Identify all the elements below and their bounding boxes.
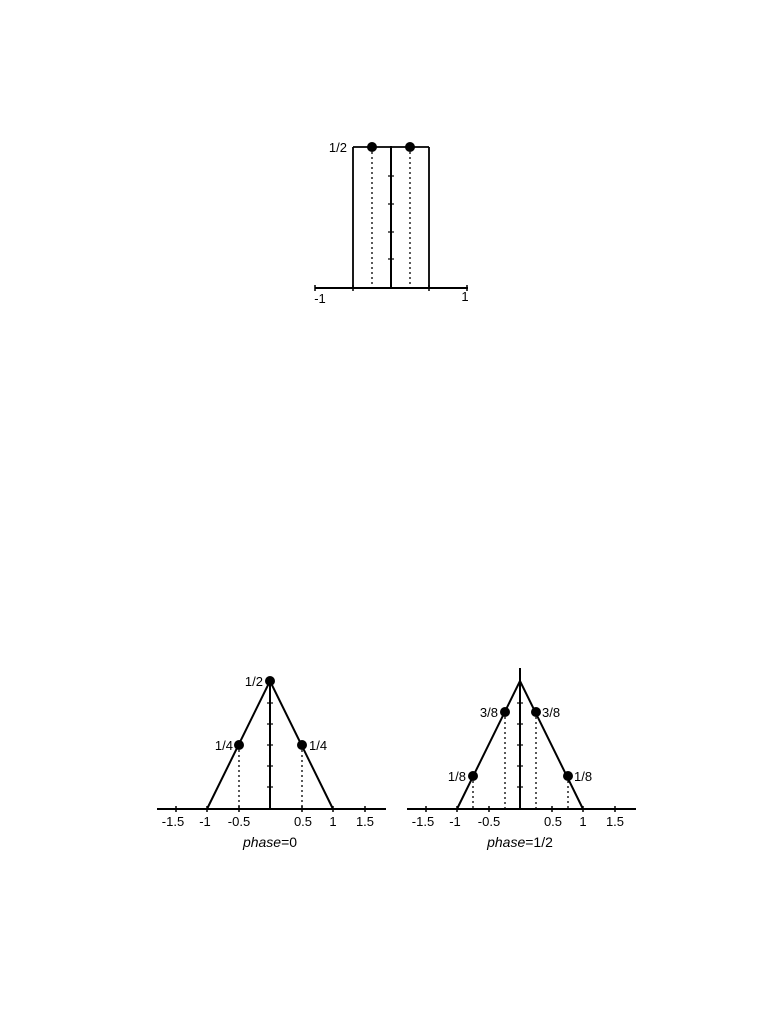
point-label: 3/8 bbox=[480, 705, 498, 720]
x-tick-label: -1 bbox=[314, 291, 326, 306]
x-tick-label: 1 bbox=[329, 814, 336, 829]
sample-point bbox=[367, 142, 377, 152]
point-label: 1/4 bbox=[309, 738, 327, 753]
point-label: 1/4 bbox=[215, 738, 233, 753]
x-tick-label: 1 bbox=[461, 289, 468, 304]
sample-point bbox=[265, 676, 275, 686]
sample-point bbox=[468, 771, 478, 781]
x-tick-label: -1.5 bbox=[412, 814, 434, 829]
caption-italic: phase bbox=[486, 834, 525, 850]
caption-rest: =0 bbox=[281, 834, 297, 850]
chart-caption: phase=0 bbox=[242, 834, 297, 850]
x-tick-label: 1 bbox=[579, 814, 586, 829]
box-kernel-chart bbox=[314, 142, 468, 291]
x-tick-label: 0.5 bbox=[294, 814, 312, 829]
point-label: 1/2 bbox=[245, 674, 263, 689]
caption-italic: phase bbox=[242, 834, 281, 850]
sample-point bbox=[531, 707, 541, 717]
x-tick-label: -1.5 bbox=[162, 814, 184, 829]
x-tick-label: 1.5 bbox=[356, 814, 374, 829]
x-tick-label: -0.5 bbox=[228, 814, 250, 829]
sample-point bbox=[234, 740, 244, 750]
point-label: 1/8 bbox=[448, 769, 466, 784]
caption-rest: =1/2 bbox=[525, 834, 553, 850]
point-label: 1/8 bbox=[574, 769, 592, 784]
point-label: 1/2 bbox=[329, 140, 347, 155]
sample-point bbox=[563, 771, 573, 781]
x-tick-label: 1.5 bbox=[606, 814, 624, 829]
x-tick-label: -0.5 bbox=[478, 814, 500, 829]
sample-point bbox=[297, 740, 307, 750]
tent-kernel-phase-half-chart bbox=[407, 668, 636, 812]
tent-line bbox=[456, 678, 584, 810]
sample-point bbox=[405, 142, 415, 152]
point-label: 3/8 bbox=[542, 705, 560, 720]
x-tick-label: -1 bbox=[449, 814, 461, 829]
sample-point bbox=[500, 707, 510, 717]
tent-kernel-phase0-chart bbox=[157, 676, 386, 812]
x-tick-label: 0.5 bbox=[544, 814, 562, 829]
chart-caption: phase=1/2 bbox=[486, 834, 553, 850]
x-tick-label: -1 bbox=[199, 814, 211, 829]
